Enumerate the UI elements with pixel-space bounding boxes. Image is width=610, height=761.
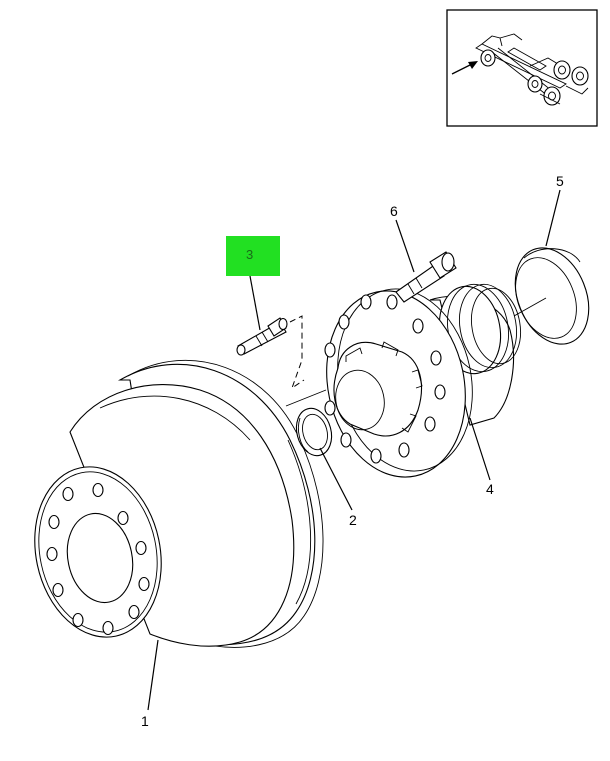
leader-1 xyxy=(147,639,159,711)
leader-4 xyxy=(469,417,491,481)
seal-ring xyxy=(295,407,333,457)
callout-5[interactable]: 5 xyxy=(556,173,564,189)
arrow-right-icon xyxy=(451,61,478,75)
wheel-hub xyxy=(285,283,521,478)
callout-2[interactable]: 2 xyxy=(349,512,357,528)
leader-6 xyxy=(395,219,415,273)
hub-bolt xyxy=(395,251,457,303)
callout-4[interactable]: 4 xyxy=(486,481,494,497)
callout-6[interactable]: 6 xyxy=(390,203,398,219)
locator-inset xyxy=(446,9,598,127)
leader-2 xyxy=(319,447,353,511)
leader-5 xyxy=(545,189,561,247)
suspension-assembly-icon xyxy=(475,33,589,106)
callout-3[interactable]: 3 xyxy=(246,247,253,262)
callout-3-highlight xyxy=(226,236,280,276)
leader-3 xyxy=(249,275,261,331)
brake-drum xyxy=(34,359,324,648)
bearing-race xyxy=(513,247,590,345)
callout-1[interactable]: 1 xyxy=(141,713,149,729)
assembly-line-stud xyxy=(289,315,305,390)
wheel-stud xyxy=(236,317,288,356)
